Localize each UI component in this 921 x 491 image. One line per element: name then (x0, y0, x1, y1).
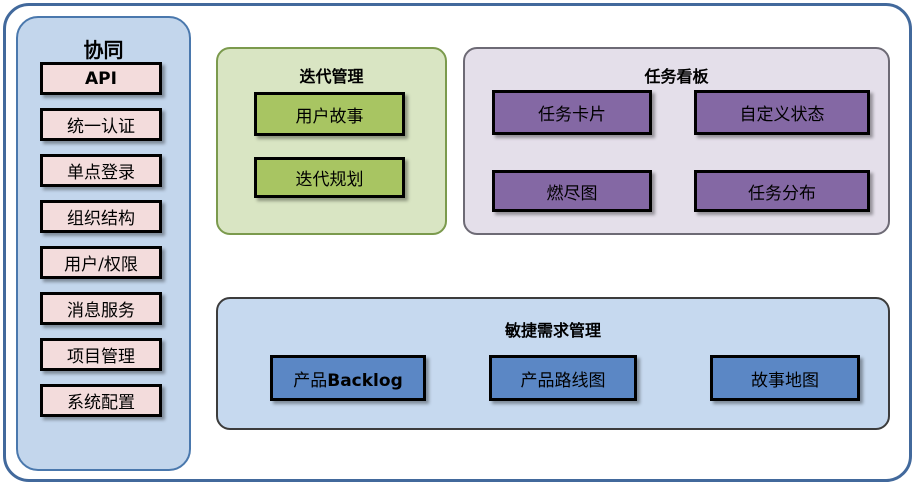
panel-agile-requirements-title: 敏捷需求管理 (504, 321, 601, 340)
iteration-item-user-story[interactable]: 用户故事 (254, 92, 405, 136)
sidebar-item-unified-auth[interactable]: 统一认证 (40, 108, 162, 141)
sidebar-item-message-service[interactable]: 消息服务 (40, 292, 162, 325)
taskboard-item-burndown-chart[interactable]: 燃尽图 (492, 170, 652, 212)
panel-iteration-management-title: 迭代管理 (299, 67, 364, 86)
agile-item-story-map[interactable]: 故事地图 (710, 355, 860, 401)
iteration-item-iteration-planning[interactable]: 迭代规划 (254, 157, 405, 198)
sidebar-item-single-sign-on[interactable]: 单点登录 (40, 154, 162, 187)
panel-collaboration: 协同 API 统一认证 单点登录 组织结构 用户/权限 消息服务 项目管理 系统… (16, 16, 191, 471)
taskboard-item-task-card[interactable]: 任务卡片 (492, 90, 652, 135)
agile-item-product-backlog-label: 产品Backlog (293, 370, 403, 391)
sidebar-item-api[interactable]: API (40, 62, 162, 95)
sidebar-item-project-management[interactable]: 项目管理 (40, 338, 162, 371)
panel-iteration-management: 迭代管理 用户故事 迭代规划 (216, 47, 447, 235)
taskboard-item-task-distribution[interactable]: 任务分布 (694, 170, 870, 212)
panel-collaboration-title: 协同 (83, 38, 124, 62)
panel-task-board: 任务看板 任务卡片 自定义状态 燃尽图 任务分布 (463, 47, 890, 235)
taskboard-item-custom-status[interactable]: 自定义状态 (694, 90, 870, 135)
sidebar-item-system-config[interactable]: 系统配置 (40, 384, 162, 417)
agile-item-product-roadmap[interactable]: 产品路线图 (489, 355, 637, 401)
sidebar-item-org-structure[interactable]: 组织结构 (40, 200, 162, 233)
panel-task-board-title: 任务看板 (644, 67, 709, 86)
agile-item-product-backlog[interactable]: 产品Backlog (270, 355, 426, 401)
sidebar-item-user-permission[interactable]: 用户/权限 (40, 246, 162, 279)
panel-agile-requirements: 敏捷需求管理 产品Backlog 产品路线图 故事地图 (216, 297, 890, 430)
